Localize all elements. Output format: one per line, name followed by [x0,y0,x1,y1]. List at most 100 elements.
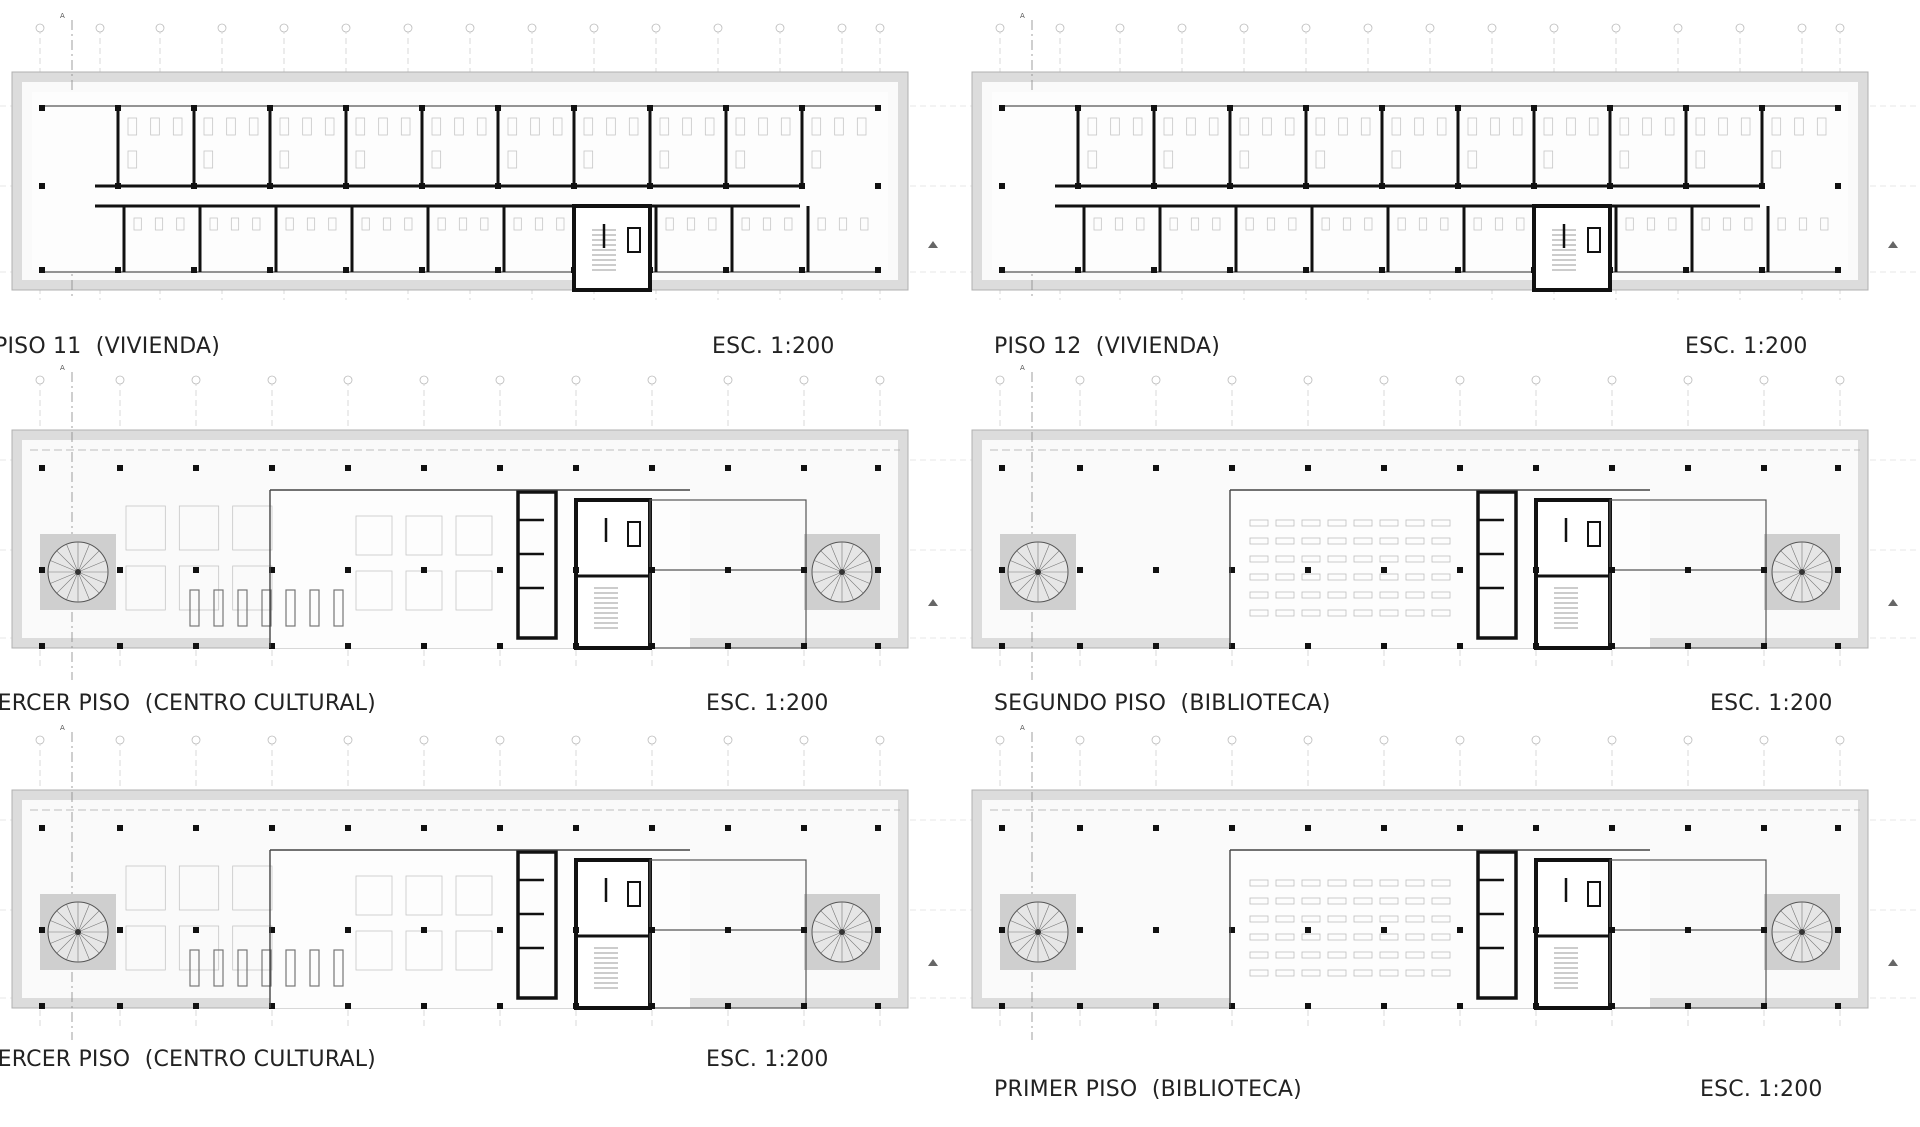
furniture-item [817,217,826,231]
book-shelf [1431,573,1451,581]
furniture-item [1208,117,1219,136]
furniture-item [1288,217,1297,231]
column [343,105,349,111]
spiral-center [839,929,845,935]
book-shelf [1249,519,1269,527]
plan-scale-tercer-piso-a: ESC. 1:200 [706,691,829,716]
furniture-item [1543,117,1554,136]
column [1153,643,1159,649]
book-shelf [1353,519,1373,527]
furniture-item [1266,217,1276,231]
section-marks: A [60,724,938,1040]
furniture-item [1391,150,1402,169]
spiral-step [1801,904,1814,933]
column [1153,1003,1159,1009]
furniture-item [1744,217,1753,231]
column [1835,465,1841,471]
furniture-group [431,117,487,169]
column [39,183,45,189]
spiral-step [820,931,843,954]
spiral-step [77,931,90,960]
grid-bubble [1835,735,1845,745]
book-shelf [1431,933,1451,941]
grid-bubble [419,735,429,745]
stair-core-walls [572,204,652,292]
spiral-step [1774,560,1803,573]
spiral-step [830,571,843,600]
spiral-center [1035,929,1041,935]
book-shelf [1275,555,1295,563]
furniture-item [1190,217,1200,231]
furniture-item [507,117,518,136]
column [343,267,349,273]
book-shelf [1275,879,1295,887]
elevator-shaft [1587,881,1601,907]
column [497,465,503,471]
section-mark-label: A [60,12,65,20]
column [193,643,199,649]
column [999,927,1005,933]
furniture-item [1114,217,1124,231]
furniture-item [355,570,393,611]
column [495,267,501,273]
column [725,927,731,933]
spiral-step [77,571,90,600]
spiral-step [1790,904,1803,933]
furniture-group [513,217,565,231]
book-shelf [1379,897,1399,905]
book-shelf [1431,609,1451,617]
column [1229,1003,1235,1009]
column [799,105,805,111]
furniture-item [400,117,411,136]
column [801,1003,807,1009]
floor-plan-tercer-piso-a: A [0,364,960,680]
spiral-staircase [1764,534,1840,610]
column [725,825,731,831]
column [345,567,351,573]
column [799,267,805,273]
column [999,267,1005,273]
column [1151,267,1157,273]
furniture-item [405,515,443,556]
book-shelf [1379,537,1399,545]
section-mark-label: A [1020,12,1025,20]
column [419,105,425,111]
spiral-center [75,929,81,935]
grid-bubble [1607,735,1617,745]
furniture-group [1245,217,1297,231]
furniture-group [355,117,411,169]
furniture-item [1695,150,1706,169]
column [1607,183,1613,189]
spiral-step [1037,920,1066,933]
spiral-step [77,920,106,933]
furniture-group [735,117,791,169]
column [39,465,45,471]
column [649,927,655,933]
column [39,643,45,649]
spiral-step [1790,571,1803,600]
spiral-step [77,571,100,594]
furniture-item [1467,117,1478,136]
book-shelf [1379,933,1399,941]
furniture-item [279,117,290,136]
furniture-item [1163,117,1174,136]
column [1229,465,1235,471]
spiral-step [66,904,79,933]
furniture-item [735,117,746,136]
column [497,1003,503,1009]
column [267,267,273,273]
furniture-item [1740,117,1751,136]
spiral-step [841,571,854,600]
book-shelf [1379,519,1399,527]
spiral-step [77,560,106,573]
column [1077,643,1083,649]
spiral-step [1801,931,1824,954]
book-shelf [1405,915,1425,923]
column [345,643,351,649]
furniture-group [1701,217,1753,231]
column [267,183,273,189]
furniture-group [1619,117,1675,169]
column [573,567,579,573]
column [1381,1003,1387,1009]
furniture-item [1212,217,1221,231]
